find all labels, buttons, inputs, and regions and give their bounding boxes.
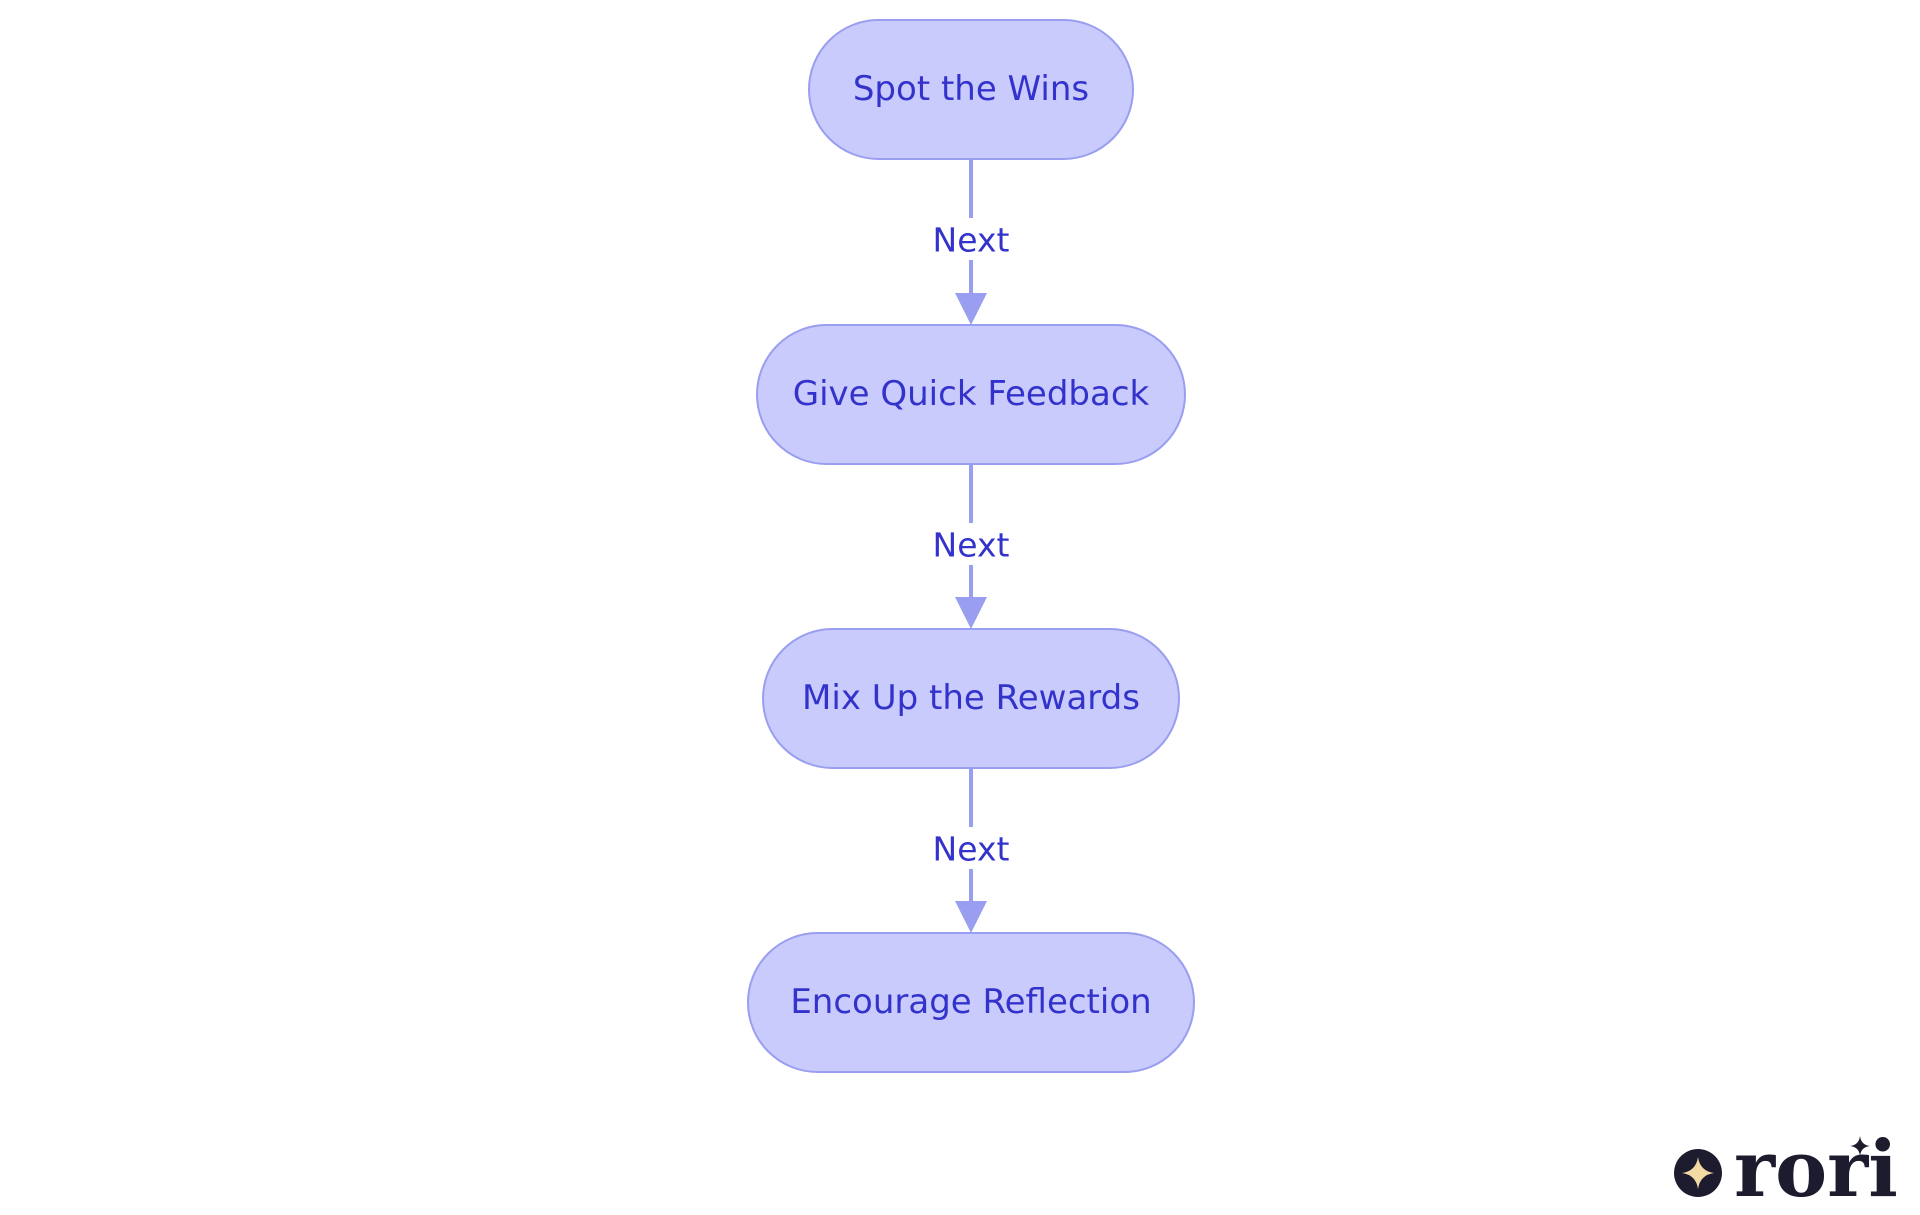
arrowhead-icon (955, 597, 987, 629)
edge-label: Next (933, 830, 1010, 869)
node-mix-up-the-rewards: Mix Up the Rewards (762, 628, 1180, 769)
node-shape (756, 324, 1186, 465)
node-shape (747, 932, 1195, 1073)
edge-rewards-to-reflection: Next (926, 769, 1016, 933)
edge-label: Next (933, 221, 1010, 260)
edge-label-bg (926, 218, 1016, 260)
node-label: Give Quick Feedback (793, 374, 1150, 414)
brand-logo: rori (1674, 1124, 1898, 1215)
node-label: Spot the Wins (853, 69, 1089, 109)
node-label: Mix Up the Rewards (802, 678, 1140, 718)
edge-spot-to-feedback: Next (926, 160, 1016, 325)
node-give-quick-feedback: Give Quick Feedback (756, 324, 1186, 465)
arrowhead-icon (955, 293, 987, 325)
small-sparkle-icon (1850, 1136, 1870, 1156)
node-shape (762, 628, 1180, 769)
edge-label: Next (933, 526, 1010, 565)
edge-label-bg (926, 827, 1016, 869)
arrowhead-icon (955, 901, 987, 933)
node-shape (808, 19, 1134, 160)
edge-label-bg (926, 523, 1016, 565)
sparkle-icon (1682, 1157, 1714, 1189)
node-spot-the-wins: Spot the Wins (808, 19, 1134, 160)
logo-wordmark: rori (1734, 1124, 1898, 1215)
node-label: Encourage Reflection (790, 982, 1151, 1022)
node-encourage-reflection: Encourage Reflection (747, 932, 1195, 1073)
edge-feedback-to-rewards: Next (926, 465, 1016, 629)
